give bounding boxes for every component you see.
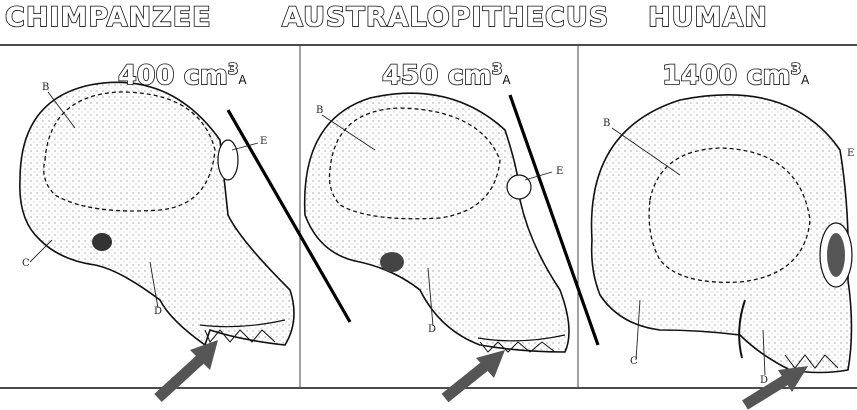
- tooth-arrow-human: [745, 366, 808, 405]
- label-b-chimpanzee: B: [42, 82, 49, 93]
- label-b-australopithecus: B: [316, 105, 323, 116]
- panel-title-chimpanzee: CHIMPANZEE: [5, 2, 212, 33]
- label-e-chimpanzee: E: [260, 136, 267, 147]
- human-skull: [592, 95, 852, 373]
- label-e-human: E: [847, 148, 854, 159]
- label-d-chimpanzee: D: [154, 306, 162, 317]
- brain-volume-chimpanzee: 400 cm3A: [118, 60, 247, 91]
- brain-volume-human: 1400 cm3A: [662, 60, 809, 91]
- panel-title-australopithecus: AUSTRALOPITHECUS: [282, 2, 609, 33]
- label-c-human: C: [630, 356, 638, 367]
- label-d-human: D: [760, 375, 768, 386]
- brain-volume-australopithecus: 450 cm3A: [382, 60, 511, 91]
- label-d-australopithecus: D: [428, 324, 436, 335]
- label-e-australopithecus: E: [556, 166, 563, 177]
- tooth-arrow-australopithecus: [445, 350, 505, 398]
- label-c-chimpanzee: C: [22, 258, 30, 269]
- label-b-human: B: [603, 118, 610, 129]
- panel-title-human: HUMAN: [648, 2, 768, 33]
- tooth-arrow-chimpanzee: [158, 340, 218, 398]
